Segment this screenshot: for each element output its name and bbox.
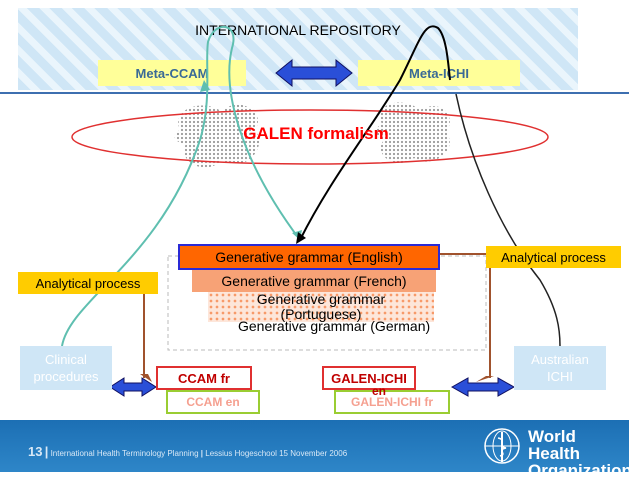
ccam-en-box: CCAM en — [166, 390, 260, 414]
black-curve — [299, 25, 451, 241]
slide-number: 13 — [28, 444, 43, 459]
grammar-english: Generative grammar (English) — [178, 244, 440, 270]
footer-separator-2: | — [200, 449, 204, 458]
footer-bar — [0, 420, 629, 472]
divider-line — [0, 92, 629, 94]
who-logo-text: World Health Organization — [528, 428, 629, 479]
clinical-procedures-box: Clinical procedures — [20, 346, 112, 390]
footer-title: International Health Terminology Plannin… — [50, 449, 199, 458]
formalism-label: GALEN formalism — [243, 124, 389, 143]
australian-line1: Australian — [531, 352, 589, 367]
galen-ichi-en-overlap: en — [372, 384, 387, 398]
who-line2: Organization — [528, 461, 629, 480]
galen-ichi-en-box: GALEN-ICHI fr — [334, 390, 450, 414]
analytical-process-left: Analytical process — [18, 272, 158, 294]
left-double-arrow — [109, 377, 157, 397]
footer-institution: Lessius Hogeschool — [205, 449, 277, 458]
clinical-line2: procedures — [33, 369, 99, 384]
who-emblem-icon — [484, 428, 520, 464]
analytical-process-right: Analytical process — [486, 246, 621, 268]
grammar-dashed-outline — [167, 255, 487, 351]
teal-curve — [61, 25, 301, 347]
grammar-french: Generative grammar (French) — [192, 270, 436, 292]
clinical-line1: Clinical — [45, 352, 87, 367]
meta-ccam-box: Meta-CCAM — [98, 60, 246, 86]
meta-ichi-box: Meta-ICHI — [358, 60, 520, 86]
grammar-german: Generative grammar (German) — [238, 318, 431, 334]
footer-date: 15 November 2006 — [279, 449, 348, 458]
galen-ichi-fr-box: GALEN-ICHI — [322, 366, 416, 390]
galen-ichi-fr-label: GALEN-ICHI — [331, 370, 407, 386]
australian-line2: ICHI — [547, 369, 573, 384]
right-double-arrow — [450, 377, 516, 397]
footer-text: 13 | International Health Terminology Pl… — [28, 444, 347, 459]
cloud-right — [375, 102, 450, 164]
meta-double-arrow — [275, 58, 353, 88]
formalism-ellipse — [71, 109, 549, 165]
who-line1: World Health — [528, 427, 580, 463]
grammar-portuguese-line2: (Portuguese) — [280, 306, 362, 322]
grammar-portuguese: Generative grammar (Portuguese) — [208, 292, 434, 322]
repository-title: INTERNATIONAL REPOSITORY — [195, 22, 401, 38]
ccam-fr-box: CCAM fr — [156, 366, 252, 390]
australian-ichi-box: Australian ICHI — [514, 346, 606, 390]
grammar-portuguese-line1: Generative grammar — [256, 291, 386, 307]
footer-separator-1: | — [44, 444, 49, 459]
